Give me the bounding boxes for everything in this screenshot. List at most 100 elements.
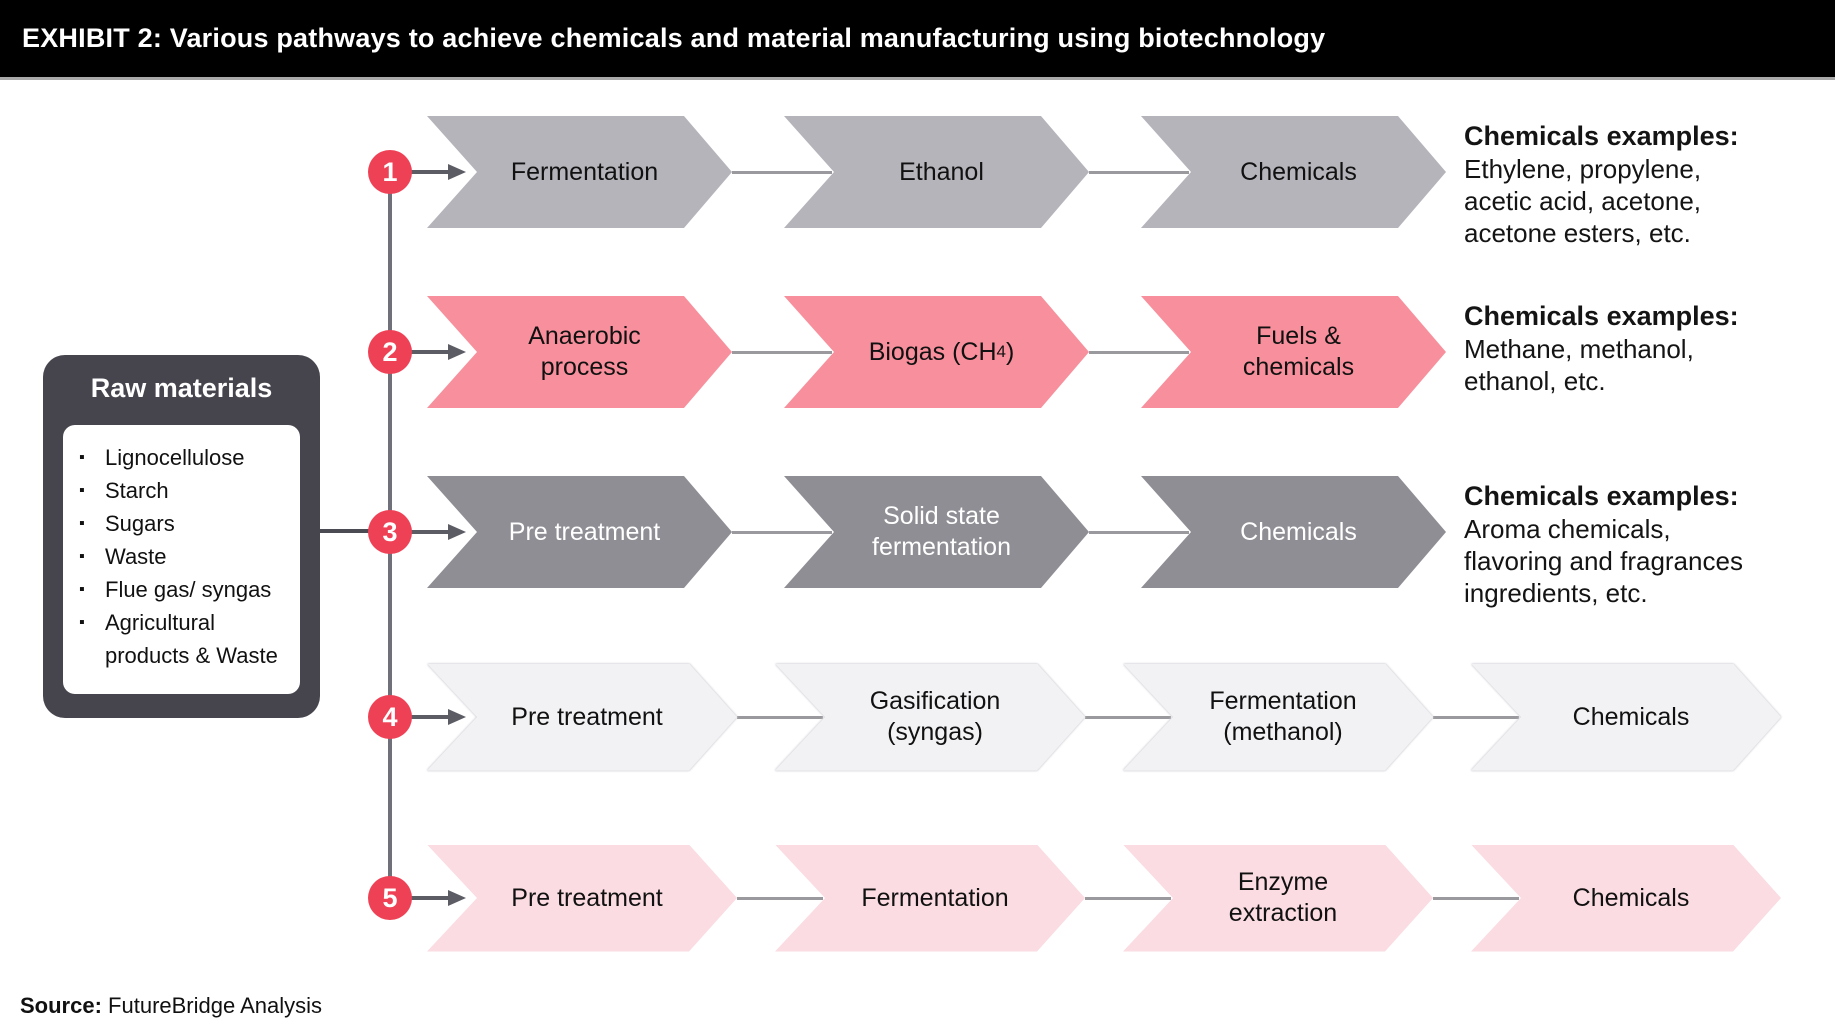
process-step-arrow: Pre treatment	[427, 664, 737, 771]
process-step-label: Pre treatment	[427, 664, 737, 771]
raw-material-item: ▪ Waste	[77, 540, 294, 573]
process-step-arrow: Ethanol	[784, 116, 1089, 228]
exhibit-header: EXHIBIT 2: Various pathways to achieve c…	[0, 0, 1835, 80]
process-step-label: Ethanol	[784, 116, 1089, 228]
raw-material-item: ▪ Lignocellulose	[77, 441, 294, 474]
raw-materials-connector-line	[316, 529, 390, 533]
raw-material-label: Agricultural products & Waste	[105, 610, 278, 668]
bullet-icon: ▪	[79, 482, 85, 499]
examples-block: Chemicals examples:Aroma chemicals,flavo…	[1464, 480, 1824, 609]
source-value: FutureBridge Analysis	[108, 993, 323, 1018]
examples-line: flavoring and fragrances	[1464, 546, 1743, 576]
connector-line	[1089, 350, 1189, 354]
pathway-feed-arrow-icon	[410, 344, 466, 360]
process-step-label: Chemicals	[1141, 476, 1446, 588]
exhibit-title: EXHIBIT 2: Various pathways to achieve c…	[22, 23, 1326, 53]
process-step-label: Chemicals	[1141, 116, 1446, 228]
raw-material-item: ▪ Flue gas/ syngas	[77, 573, 294, 606]
bullet-icon: ▪	[79, 515, 85, 532]
bullet-icon: ▪	[79, 548, 85, 565]
pathway-number-badge: 1	[368, 150, 412, 194]
process-step-label: Solid state fermentation	[784, 476, 1089, 588]
process-step-label: Fuels & chemicals	[1141, 296, 1446, 408]
process-step-arrow: Fermentation	[775, 845, 1085, 952]
process-step-arrow: Anaerobic process	[427, 296, 732, 408]
examples-line: acetone esters, etc.	[1464, 218, 1691, 248]
pathway-feed-arrow-icon	[410, 164, 466, 180]
examples-line: ethanol, etc.	[1464, 366, 1606, 396]
connector-line	[1433, 715, 1519, 719]
process-step-arrow: Chemicals	[1141, 476, 1446, 588]
process-step-label: Fermentation (methanol)	[1123, 664, 1433, 771]
pathway-row: Pre treatment Solid state fermentation Che…	[427, 476, 1446, 588]
bullet-icon: ▪	[79, 449, 85, 466]
process-step-arrow: Chemicals	[1141, 116, 1446, 228]
connector-line	[1089, 170, 1189, 174]
raw-material-label: Lignocellulose	[105, 445, 245, 470]
process-step-arrow: Fuels & chemicals	[1141, 296, 1446, 408]
examples-heading: Chemicals examples:	[1464, 301, 1739, 331]
process-step-label: Pre treatment	[427, 845, 737, 952]
process-step-label: Anaerobic process	[427, 296, 732, 408]
connector-line	[737, 896, 823, 900]
examples-block: Chemicals examples:Methane, methanol,eth…	[1464, 300, 1824, 397]
examples-block: Chemicals examples:Ethylene, propylene,a…	[1464, 120, 1824, 249]
pathway-number-badge: 2	[368, 330, 412, 374]
process-step-label: Fermentation	[427, 116, 732, 228]
raw-material-label: Waste	[105, 544, 167, 569]
examples-line: Aroma chemicals,	[1464, 514, 1671, 544]
pathway-number-badge: 5	[368, 876, 412, 920]
examples-line: ingredients, etc.	[1464, 578, 1648, 608]
examples-heading: Chemicals examples:	[1464, 121, 1739, 151]
source-line: Source: FutureBridge Analysis	[20, 993, 322, 1019]
process-step-label: Pre treatment	[427, 476, 732, 588]
raw-materials-title: Raw materials	[90, 373, 273, 403]
connector-line	[737, 715, 823, 719]
raw-material-item: ▪ Sugars	[77, 507, 294, 540]
process-step-arrow: Pre treatment	[427, 476, 732, 588]
process-step-arrow: Gasification (syngas)	[775, 664, 1085, 771]
connector-line	[1089, 530, 1189, 534]
process-step-arrow: Pre treatment	[427, 845, 737, 952]
raw-material-label: Starch	[105, 478, 169, 503]
process-step-label: Chemicals	[1471, 845, 1781, 952]
connector-line	[1085, 896, 1171, 900]
examples-line: acetic acid, acetone,	[1464, 186, 1702, 216]
process-step-arrow: Enzyme extraction	[1123, 845, 1433, 952]
pathway-row: Pre treatment Gasification (syngas) Fermen…	[427, 664, 1781, 771]
process-step-arrow: Fermentation (methanol)	[1123, 664, 1433, 771]
pathway-number-badge: 4	[368, 695, 412, 739]
process-step-label: Fermentation	[775, 845, 1085, 952]
process-step-arrow: Chemicals	[1471, 845, 1781, 952]
examples-line: Ethylene, propylene,	[1464, 154, 1702, 184]
examples-line: Methane, methanol,	[1464, 334, 1694, 364]
connector-line	[732, 170, 832, 174]
process-step-label: Chemicals	[1471, 664, 1781, 771]
bullet-icon: ▪	[79, 581, 85, 598]
raw-material-label: Flue gas/ syngas	[105, 577, 272, 602]
connector-line	[732, 350, 832, 354]
raw-material-item: ▪ Agricultural products & Waste	[77, 606, 294, 672]
process-step-arrow: Solid state fermentation	[784, 476, 1089, 588]
pathway-row: Fermentation Ethanol Chemicals	[427, 116, 1446, 228]
process-step-label: Enzyme extraction	[1123, 845, 1433, 952]
source-label: Source:	[20, 993, 102, 1018]
connector-line	[1433, 896, 1519, 900]
connector-line	[732, 530, 832, 534]
connector-line	[1085, 715, 1171, 719]
raw-material-label: Sugars	[105, 511, 175, 536]
process-step-arrow: Chemicals	[1471, 664, 1781, 771]
pathway-feed-arrow-icon	[410, 890, 466, 906]
pathway-feed-arrow-icon	[410, 709, 466, 725]
pathway-number-badge: 3	[368, 510, 412, 554]
pathway-row: Pre treatment Fermentation Enzyme extracti…	[427, 845, 1781, 952]
examples-heading: Chemicals examples:	[1464, 481, 1739, 511]
raw-material-item: ▪ Starch	[77, 474, 294, 507]
bullet-icon: ▪	[79, 614, 85, 631]
process-step-arrow: Fermentation	[427, 116, 732, 228]
process-step-label: Gasification (syngas)	[775, 664, 1085, 771]
